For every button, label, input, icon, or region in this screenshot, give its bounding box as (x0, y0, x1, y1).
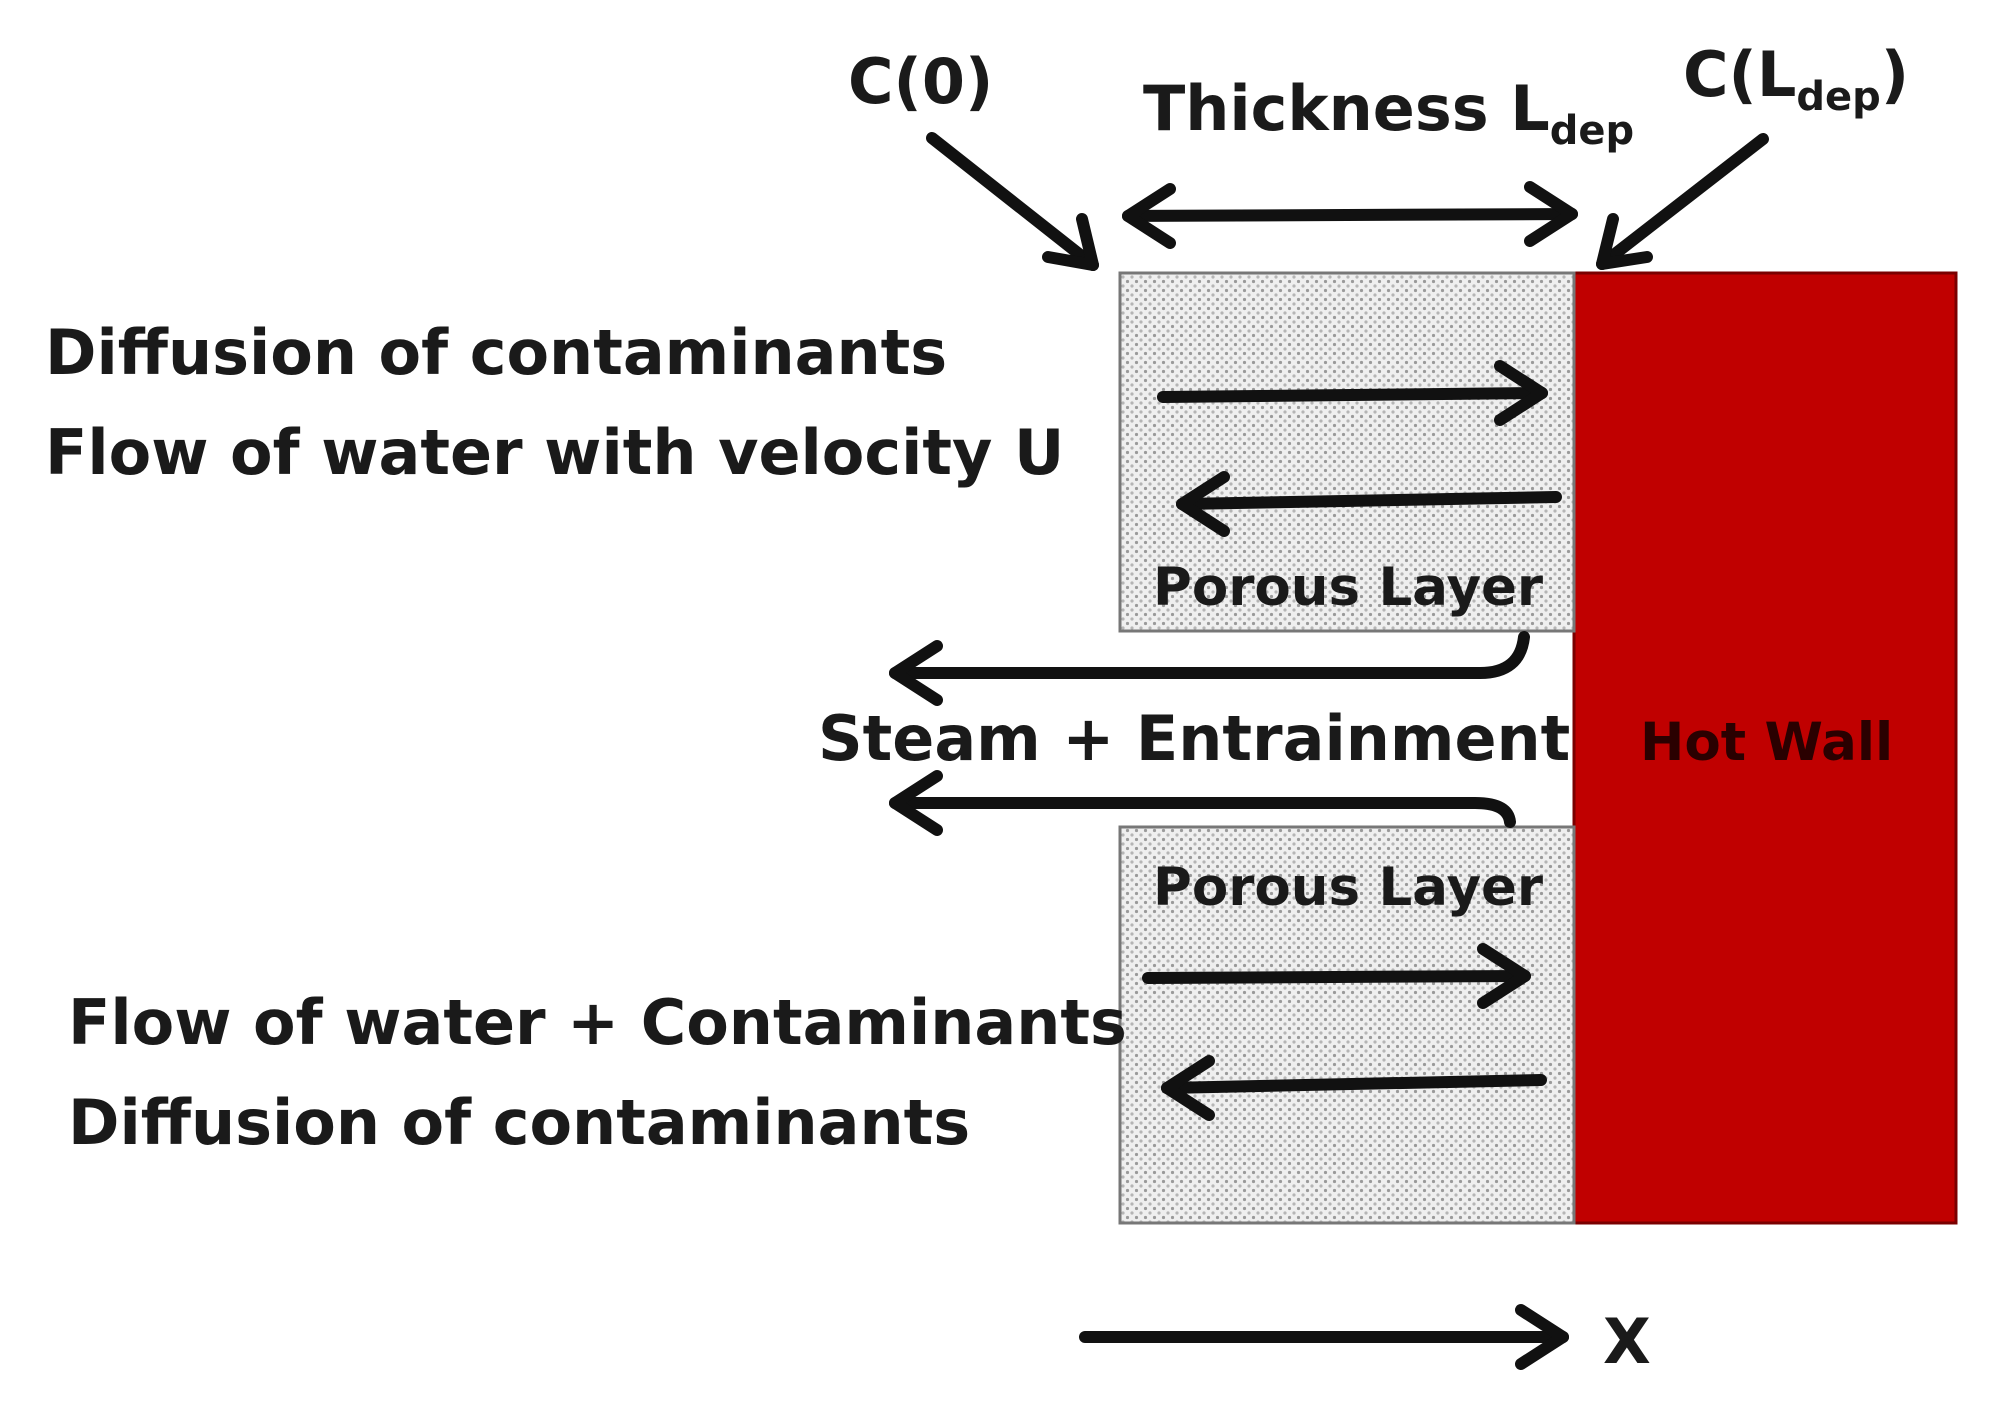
thickness-main: Thickness L (1143, 72, 1550, 145)
upper-text-line1: Diffusion of contaminants (45, 316, 947, 389)
steam-entrainment-label: Steam + Entrainment (818, 702, 1570, 775)
upper-diffusion-left-arrow (1176, 471, 1562, 537)
porous-layer-upper-label: Porous Layer (1153, 557, 1543, 618)
upper-text-line2: Flow of water with velocity U (45, 416, 1064, 489)
c-ldep-label: C(Ldep) (1683, 38, 1909, 120)
c-ldep-pointer-arrow (1596, 133, 1769, 270)
lower-text-line2: Diffusion of contaminants (68, 1086, 970, 1159)
c-ldep-main: C(L (1683, 38, 1796, 111)
lower-flow-right-arrow (1142, 943, 1531, 1009)
thickness-label: Thickness Ldep (1143, 72, 1634, 154)
hot-wall (1572, 271, 1958, 1225)
thickness-subscript: dep (1550, 108, 1634, 154)
porous-layer-upper (1118, 271, 1576, 633)
c-ldep-subscript: dep (1796, 74, 1880, 120)
steam-upper-arrow (889, 631, 1530, 706)
porous-layer-lower (1118, 825, 1576, 1225)
porous-layer-lower-label: Porous Layer (1153, 857, 1543, 918)
x-axis-arrow (1079, 1304, 1569, 1370)
hot-wall-label: Hot Wall (1640, 712, 1893, 773)
c0-pointer-arrow (926, 132, 1099, 271)
c0-label: C(0) (848, 45, 993, 118)
x-axis-label: X (1603, 1305, 1651, 1378)
lower-text-line1: Flow of water + Contaminants (68, 986, 1127, 1059)
steam-lower-arrow (889, 770, 1516, 836)
c-ldep-close: ) (1881, 38, 1909, 111)
lower-diffusion-left-arrow (1161, 1055, 1547, 1121)
thickness-double-arrow (1122, 181, 1578, 249)
upper-flow-right-arrow (1157, 360, 1548, 426)
